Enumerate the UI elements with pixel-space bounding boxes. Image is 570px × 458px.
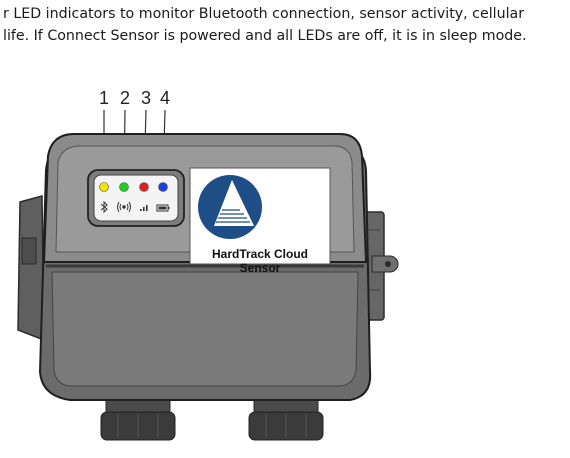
led-number-1: 1 <box>99 88 110 108</box>
led-number-3: 3 <box>141 88 152 108</box>
intro-line-1: r LED indicators to monitor Bluetooth co… <box>3 6 525 22</box>
battery-icon <box>156 204 170 212</box>
led-1-yellow <box>99 182 109 192</box>
base-panel <box>51 271 359 387</box>
led-number-4: 4 <box>160 88 171 108</box>
intro-line-2: life. If Connect Sensor is powered and a… <box>3 28 527 44</box>
led-2-green <box>119 182 129 192</box>
led-number-labels: 1 2 3 4 <box>0 88 570 110</box>
logo-caption: HardTrack Cloud Sensor <box>211 247 309 275</box>
led-number-2: 2 <box>120 88 131 108</box>
led-4-blue <box>158 182 168 192</box>
logo-stripes <box>216 209 250 223</box>
cellular-signal-icon <box>140 205 148 211</box>
left-hinge <box>17 195 45 342</box>
sensor-activity-icon <box>117 201 131 213</box>
bluetooth-icon <box>100 200 108 214</box>
led-window <box>93 174 179 222</box>
intro-text: r LED indicators to monitor Bluetooth co… <box>0 3 570 47</box>
led-3-red <box>139 182 149 192</box>
